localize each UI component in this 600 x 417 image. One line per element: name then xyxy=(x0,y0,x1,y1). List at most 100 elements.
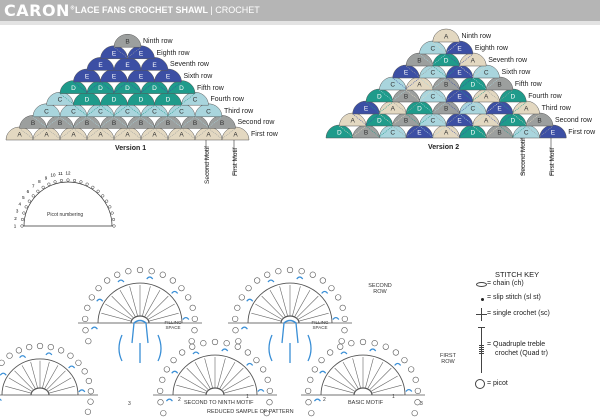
quad-treble-stitch xyxy=(298,312,329,322)
reduced-sample-caption: REDUCED SAMPLE OF PATTERN xyxy=(207,409,294,415)
picot xyxy=(266,399,273,406)
fan-B xyxy=(113,33,142,48)
fan-letter: E xyxy=(139,50,144,57)
picot-loop xyxy=(79,180,83,184)
filling-chain xyxy=(182,316,190,320)
fan-letter: A xyxy=(444,130,449,137)
picot-number: 5 xyxy=(22,195,25,200)
picot-number: 2 xyxy=(14,216,17,221)
fan-D xyxy=(499,88,527,103)
fan-letter: C xyxy=(470,106,475,113)
filling-chain xyxy=(78,389,86,393)
fan-letter: C xyxy=(206,108,211,115)
picot xyxy=(338,338,345,345)
picot xyxy=(169,277,176,284)
lace-fill xyxy=(194,116,223,128)
picot xyxy=(238,294,245,301)
fan-letter: E xyxy=(417,130,422,137)
lace-fill xyxy=(154,104,182,117)
picot xyxy=(95,285,102,292)
lace-fill xyxy=(352,113,380,126)
picot xyxy=(341,327,348,334)
picot xyxy=(163,366,170,373)
filling-chain xyxy=(246,362,254,366)
quad-treble-stitch xyxy=(8,377,33,392)
lace-fill xyxy=(512,113,540,126)
quad-treble-stitch xyxy=(14,370,34,391)
picot xyxy=(0,359,5,366)
filling-chain xyxy=(0,372,7,376)
picot xyxy=(235,338,242,345)
picot xyxy=(58,347,65,354)
filling-chain xyxy=(313,398,321,402)
filling-chain xyxy=(68,365,76,369)
picot xyxy=(401,357,408,364)
quad-treble-stitch xyxy=(48,385,75,394)
quad-treble-stitch xyxy=(142,286,151,317)
version2-row-label: Third row xyxy=(541,105,571,112)
stitch-number-2: 2 xyxy=(178,397,181,403)
picot xyxy=(266,387,273,395)
stitch-key-title: STITCH KEY xyxy=(495,270,540,279)
fan-letter: C xyxy=(152,108,157,115)
fan-letter: B xyxy=(125,39,129,46)
picot-loop xyxy=(31,194,35,198)
fan-letter: D xyxy=(377,118,382,125)
picot xyxy=(15,347,22,354)
fan-letter: E xyxy=(112,74,117,81)
fan-B xyxy=(525,112,554,127)
quad-treble-stitch xyxy=(367,361,384,390)
picot xyxy=(232,327,239,334)
fan-letter: E xyxy=(125,62,130,69)
quad-treble-stitch xyxy=(292,286,301,317)
filling-chain xyxy=(0,398,2,401)
lace-fill xyxy=(459,113,487,126)
picot xyxy=(82,315,89,323)
page-title: LACE FANS CROCHET SHAWL | CROCHET xyxy=(75,5,260,15)
picot xyxy=(319,277,326,284)
stitch-number-2b: 2 xyxy=(323,397,326,403)
basic-motif xyxy=(301,338,425,417)
fan-letter: E xyxy=(166,74,171,81)
quad-treble-stitch xyxy=(111,295,134,319)
lace-fill xyxy=(167,116,196,128)
picot xyxy=(309,271,316,278)
quad-treble-stitch xyxy=(222,375,250,392)
lace-fill xyxy=(432,113,460,126)
lace-fill xyxy=(73,81,101,93)
filling-chain xyxy=(267,279,275,283)
version2-row-label: Seventh row xyxy=(488,57,528,64)
fan-letter: D xyxy=(98,85,103,92)
fan-letter: B xyxy=(193,120,197,127)
picot-loop xyxy=(91,185,95,189)
fan-letter: D xyxy=(152,85,157,92)
fan-letter: B xyxy=(31,120,35,127)
fan-letter: B xyxy=(364,130,368,137)
version2-first-motif: First Motif xyxy=(549,147,556,176)
quad-treble-stitch xyxy=(119,289,136,318)
picot xyxy=(414,387,421,395)
picot-number: 6 xyxy=(27,189,30,194)
key-quad-treble-label-2: crochet (Quad tr) xyxy=(495,350,548,357)
picot-loop xyxy=(20,224,24,228)
fan-letter: E xyxy=(139,74,144,81)
lace-fill xyxy=(73,104,101,117)
picot xyxy=(104,277,111,284)
picot-number: 11 xyxy=(58,171,63,176)
fan-letter: B xyxy=(417,58,421,65)
picot xyxy=(85,377,92,385)
fan-E xyxy=(445,40,474,55)
picot xyxy=(305,387,312,395)
pattern-title: LACE FANS CROCHET SHAWL xyxy=(75,5,208,15)
version1-row-label: Third row xyxy=(224,107,254,115)
filling-chain xyxy=(240,326,248,330)
filling-chain xyxy=(90,326,98,330)
lace-fill xyxy=(365,101,393,114)
fan-letter: C xyxy=(390,130,395,137)
version1-caption: Version 1 xyxy=(115,145,147,152)
key-slip-stitch-label: = slip stitch (sl st) xyxy=(487,294,541,301)
filling-chain xyxy=(171,290,179,294)
picot xyxy=(200,340,207,347)
filling-space-label-1: FILLING SPACE xyxy=(164,320,182,330)
picot-number: 1 xyxy=(14,224,17,229)
